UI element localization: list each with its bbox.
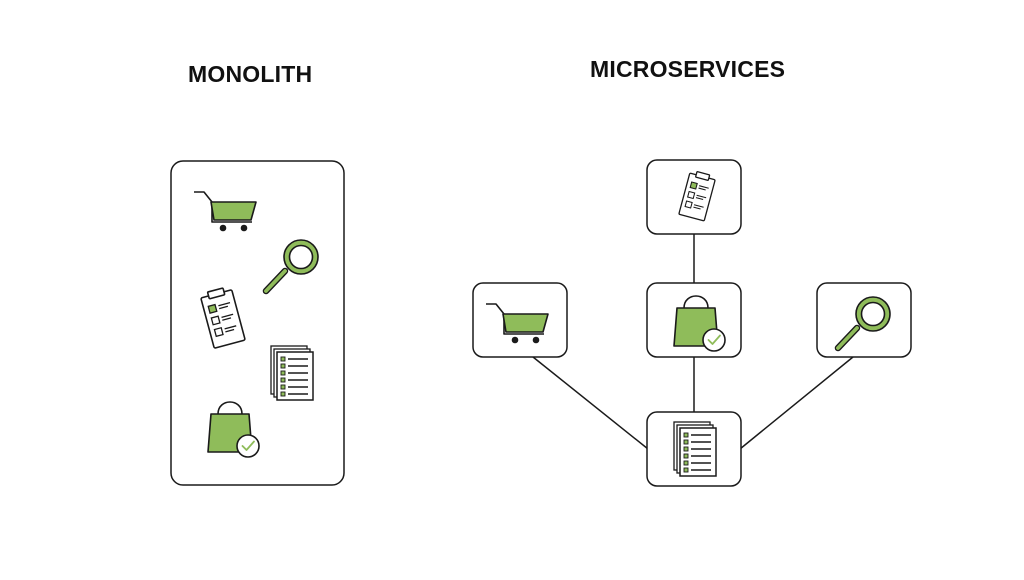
- service-node-documents: [646, 411, 742, 487]
- microservices-heading: MICROSERVICES: [590, 56, 786, 82]
- monolith-group: [170, 160, 345, 486]
- service-node-cart: [472, 282, 568, 358]
- service-node-search: [816, 282, 912, 358]
- documents-icon: [270, 345, 314, 401]
- monolith-container: [170, 160, 345, 486]
- monolith-heading: MONOLITH: [188, 61, 313, 87]
- edge-search-documents: [739, 356, 854, 450]
- microservices-group: [472, 159, 912, 487]
- edge-cart-documents: [532, 356, 649, 450]
- service-node-clipboard: [646, 159, 742, 235]
- service-node-bag: [646, 282, 742, 358]
- documents-icon: [673, 421, 717, 477]
